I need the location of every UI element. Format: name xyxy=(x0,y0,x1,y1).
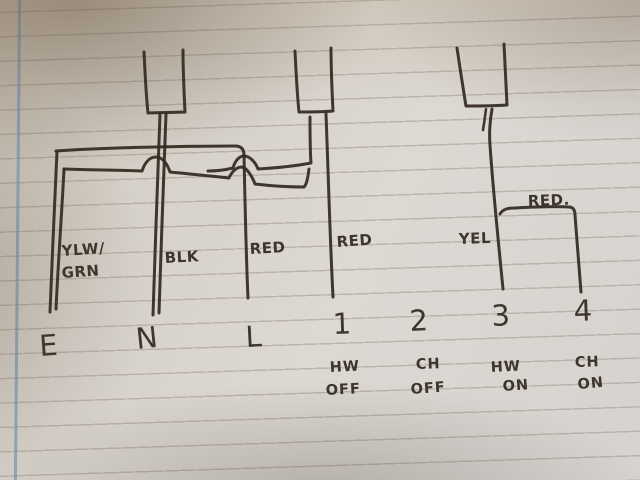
terminal-label-2: 2 xyxy=(409,303,430,338)
neutral-wire-left xyxy=(151,112,162,317)
neutral-wire-right xyxy=(157,112,168,315)
terminal-label-e: E xyxy=(38,328,60,363)
plug-box-3 xyxy=(455,42,509,108)
earth-wire-outer xyxy=(48,149,59,314)
wire-label-4: RED. xyxy=(528,191,571,210)
plug2-left-lead xyxy=(206,115,313,173)
mode-label-2-bottom: OFF xyxy=(410,380,446,398)
wire-label-l: RED xyxy=(249,238,286,258)
red-branch-wire xyxy=(498,205,583,294)
wire-label-e-line2: GRN xyxy=(61,261,100,282)
yellow-wire xyxy=(488,107,505,291)
terminal-label-4: 4 xyxy=(573,293,594,328)
mode-label-4-top: CH xyxy=(575,354,600,371)
mode-label-1-top: HW xyxy=(329,358,360,376)
link-wire-lower xyxy=(62,155,311,189)
live-link-wire xyxy=(54,144,250,300)
mode-label-1-bottom: OFF xyxy=(325,381,361,399)
earth-wire-inner xyxy=(54,167,66,311)
mode-label-3-bottom: ON xyxy=(502,377,530,395)
terminal1-wire xyxy=(324,112,335,299)
mode-label-3-top: HW xyxy=(490,358,521,376)
plug-box-2 xyxy=(293,46,335,114)
terminal-label-n: N xyxy=(134,320,160,356)
wire-label-n: BLK xyxy=(164,247,200,267)
terminal-label-l: L xyxy=(245,319,264,354)
plug3-lead-stub xyxy=(481,107,488,132)
mode-label-4-bottom: ON xyxy=(577,375,605,393)
terminal-label-1: 1 xyxy=(332,306,353,341)
mode-label-2-top: CH xyxy=(416,356,441,373)
wire-label-1: RED xyxy=(336,231,373,251)
plug-box-1 xyxy=(142,48,187,115)
wire-label-e-line1: YLW/ xyxy=(60,239,105,260)
wire-label-3: YEL xyxy=(458,229,492,248)
terminal-label-3: 3 xyxy=(491,298,512,333)
